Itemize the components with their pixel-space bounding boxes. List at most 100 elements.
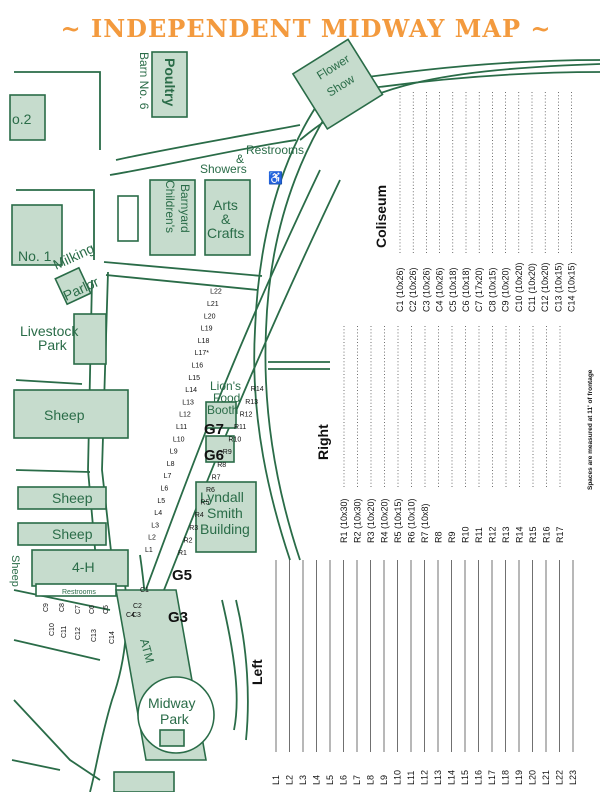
right-space-6: R6 (10x10): [407, 498, 417, 543]
left-space-20: L20: [528, 770, 538, 785]
map-booth-r3: R3: [189, 525, 198, 532]
coliseum-space-11: C11 (10x20): [527, 263, 537, 312]
map-booth-r1: R1: [178, 550, 187, 557]
map-booth-c2: C2: [133, 603, 142, 610]
coliseum-heading: Coliseum: [373, 185, 389, 248]
lions-label-1: Lion's: [210, 379, 241, 393]
map-booth-r10: R10: [228, 437, 241, 444]
right-space-2: R2 (10x30): [353, 498, 363, 543]
lions-label-3: Booth: [207, 403, 238, 417]
coliseum-table: Coliseum C1 (10x26)C2 (10x26)C3 (10x26)C…: [373, 92, 577, 312]
right-space-13: R13: [501, 526, 511, 543]
map-booth-l6: L6: [161, 486, 169, 493]
gate-g7: G7: [204, 421, 224, 438]
map-booth-l14: L14: [185, 387, 197, 394]
map-booth-r6: R6: [206, 487, 215, 494]
map-booth-c6: C6: [89, 605, 96, 614]
coliseum-space-12: C12 (10x20): [540, 262, 550, 312]
right-space-4: R4 (10x20): [380, 498, 390, 543]
map-booth-l3: L3: [151, 522, 159, 529]
4h-label: 4-H: [72, 559, 95, 575]
atm-label: ATM: [137, 637, 157, 664]
map-booth-l18: L18: [198, 338, 210, 345]
right-space-12: R12: [488, 526, 498, 543]
coliseum-space-1: C1 (10x26): [395, 267, 405, 312]
coliseum-space-10: C10 (10x20): [514, 262, 524, 312]
map-booth-c4: C4: [126, 612, 135, 619]
right-space-3: R3 (10x20): [366, 498, 376, 543]
map-booth-l17: L17*: [195, 350, 210, 357]
left-space-22: L22: [555, 770, 565, 785]
map-booth-l16: L16: [192, 363, 204, 370]
map-booth-r8: R8: [217, 462, 226, 469]
map-booth-r5: R5: [200, 500, 209, 507]
map-booth-c11: C11: [61, 626, 68, 638]
map-booth-l9: L9: [170, 449, 178, 456]
left-space-16: L16: [474, 770, 484, 785]
arts-label-3: Crafts: [207, 225, 244, 241]
right-space-17: R17: [555, 526, 565, 543]
sheep-label-3: Sheep: [52, 526, 93, 542]
map-booth-r7: R7: [212, 474, 221, 481]
coliseum-space-13: C13 (10x15): [553, 262, 563, 312]
map-booth-c8: C8: [59, 603, 66, 612]
left-space-7: L7: [352, 775, 362, 785]
left-space-5: L5: [325, 775, 335, 785]
gate-g6: G6: [204, 447, 224, 464]
midway-park-label-1: Midway: [148, 695, 195, 711]
map-booth-c7: C7: [75, 605, 82, 614]
restrooms-small-label: Restrooms: [62, 589, 96, 596]
left-space-6: L6: [339, 775, 349, 785]
poultry-label: Poultry: [162, 58, 178, 106]
childrens-barnyard-label-2: Barnyard: [178, 184, 192, 233]
barn-1-label: No. 1: [18, 248, 52, 264]
map-booth-l13: L13: [182, 399, 194, 406]
right-space-15: R15: [528, 526, 538, 543]
gate-g3: G3: [168, 609, 188, 626]
map-booth-l21: L21: [207, 301, 219, 308]
left-space-10: L10: [393, 770, 403, 785]
right-space-11: R11: [474, 527, 484, 543]
left-space-19: L19: [514, 770, 524, 785]
accessible-icon: ♿: [268, 171, 283, 185]
amp-label: &: [236, 152, 244, 166]
map-booth-c9: C9: [43, 603, 50, 612]
midway-park-label-2: Park: [160, 711, 190, 727]
lyndall-label-1: Lyndall: [200, 489, 244, 505]
map-booth-l20: L20: [204, 313, 216, 320]
childrens-barnyard-label-1: Children's: [163, 180, 177, 233]
right-space-5: R5 (10x15): [393, 498, 403, 543]
map-booth-l2: L2: [148, 535, 156, 542]
lyndall-label-2: Smith: [207, 505, 243, 521]
map-booth-c14: C14: [109, 631, 116, 644]
left-space-12: L12: [420, 770, 430, 785]
livestock-label-2: Park: [38, 337, 68, 353]
map-booth-r11: R11: [234, 424, 246, 431]
sheep-vertical-label: Sheep: [9, 555, 21, 587]
map-booth-c12: C12: [75, 627, 82, 640]
barn-6-label: Barn No. 6: [137, 52, 151, 110]
left-space-11: L11: [406, 771, 416, 785]
map-booth-l5: L5: [157, 498, 165, 505]
left-space-18: L18: [501, 770, 511, 785]
map-booth-l15: L15: [188, 375, 200, 382]
map-booth-l19: L19: [201, 326, 213, 333]
left-space-1: L1: [271, 775, 281, 785]
gates: G7 G6 G5 G3: [168, 421, 224, 626]
left-space-14: L14: [447, 770, 457, 785]
coliseum-space-7: C7 (17x20): [474, 267, 484, 312]
gate-g5: G5: [172, 567, 192, 584]
left-space-21: L21: [541, 770, 551, 785]
right-space-7: R7 (10x8): [420, 503, 430, 543]
map-booth-r14: R14: [251, 386, 264, 393]
left-space-4: L4: [312, 775, 322, 785]
buildings: [9, 38, 384, 792]
right-table: Right R1 (10x30)R2 (10x30)R3 (10x20)R4 (…: [315, 326, 565, 543]
left-space-2: L2: [285, 775, 295, 785]
left-space-8: L8: [366, 775, 376, 785]
map-booth-r2: R2: [184, 537, 193, 544]
map-booth-c3: C3: [132, 612, 141, 619]
left-heading: Left: [249, 659, 265, 685]
